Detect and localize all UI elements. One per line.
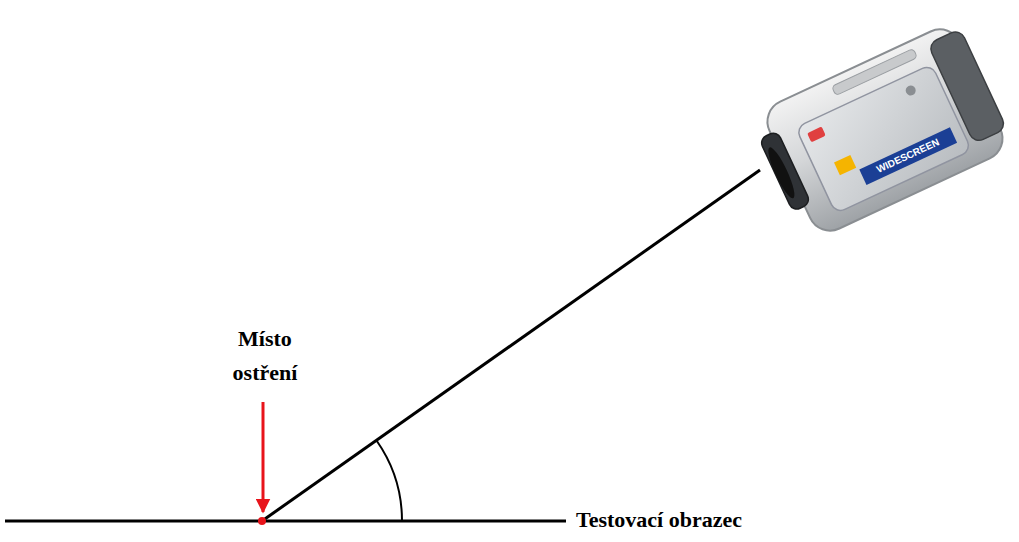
focus-point-label: Místo ostření — [213, 322, 317, 390]
sight-line — [262, 170, 760, 521]
angle-arc — [377, 441, 402, 521]
test-pattern-line — [5, 520, 566, 523]
test-pattern-label: Testovací obrazec — [576, 506, 742, 534]
camera-brand-text: WIDESCREEN — [875, 136, 942, 176]
camcorder — [748, 20, 1015, 244]
focus-dot — [258, 517, 266, 525]
focus-arrow — [262, 402, 265, 512]
